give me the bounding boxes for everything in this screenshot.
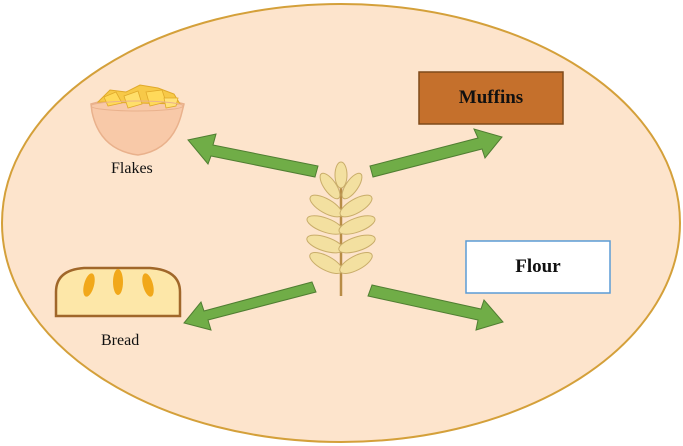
arrow-to-flakes [187, 133, 319, 178]
cereal-bowl-icon [90, 84, 185, 156]
flour-box [465, 240, 611, 294]
bread-loaf-icon [54, 266, 182, 318]
bread-label: Bread [101, 332, 140, 349]
flour-label: Flour [515, 256, 561, 277]
wheat-icon [306, 161, 376, 296]
arrow-to-bread [183, 281, 317, 331]
arrow-to-muffins [369, 128, 503, 178]
muffins-label: Muffins [458, 87, 524, 108]
arrow-to-flour [367, 284, 504, 331]
muffins-box [418, 71, 564, 125]
flakes-label: Flakes [111, 160, 153, 177]
